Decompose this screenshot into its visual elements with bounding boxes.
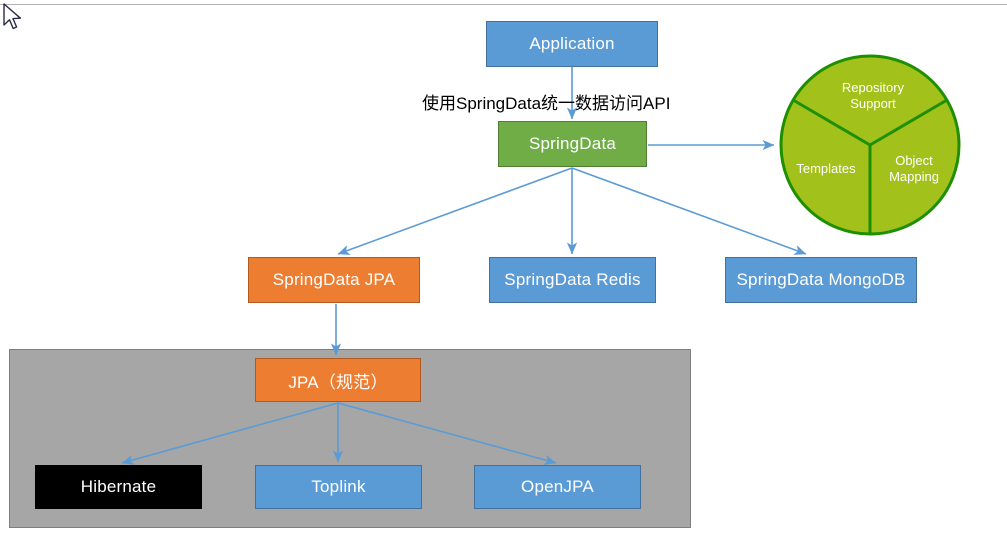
node-toplink-label: Toplink <box>311 477 366 496</box>
node-springdata-redis[interactable]: SpringData Redis <box>489 257 656 303</box>
node-openjpa[interactable]: OpenJPA <box>474 465 641 509</box>
edge-jpa-spec-to-hibernate <box>121 402 339 465</box>
springdata-capabilities-pie-chart[interactable]: Repository Support Templates Object Mapp… <box>778 54 962 236</box>
edge-springdata-to-springdata-jpa <box>337 167 573 255</box>
mouse-pointer-icon <box>3 3 22 30</box>
node-jpa-specification-label: JPA（规范） <box>288 372 388 392</box>
edge-jpa-spec-to-openjpa <box>337 402 557 465</box>
pie-chart-svg <box>779 54 961 236</box>
node-application-label: Application <box>529 34 615 53</box>
node-toplink[interactable]: Toplink <box>255 465 422 509</box>
node-openjpa-label: OpenJPA <box>521 477 594 496</box>
node-springdata[interactable]: SpringData <box>498 121 647 167</box>
node-springdata-jpa-label: SpringData JPA <box>272 270 396 289</box>
node-springdata-label: SpringData <box>528 134 617 153</box>
node-springdata-redis-label: SpringData Redis <box>504 270 641 289</box>
pie-divider-1 <box>793 99 871 147</box>
top-divider-line <box>0 4 1007 5</box>
node-springdata-mongodb[interactable]: SpringData MongoDB <box>725 257 917 303</box>
node-hibernate-label: Hibernate <box>80 477 157 496</box>
node-springdata-mongodb-label: SpringData MongoDB <box>736 270 906 289</box>
node-springdata-jpa[interactable]: SpringData JPA <box>248 257 420 303</box>
pie-divider-2 <box>869 99 947 147</box>
access-api-caption: 使用SpringData统一数据访问API <box>422 94 671 113</box>
node-application[interactable]: Application <box>486 21 658 67</box>
node-jpa-specification[interactable]: JPA（规范） <box>255 358 421 402</box>
node-hibernate[interactable]: Hibernate <box>35 465 202 509</box>
edge-springdata-to-springdata-mongodb <box>571 167 807 255</box>
